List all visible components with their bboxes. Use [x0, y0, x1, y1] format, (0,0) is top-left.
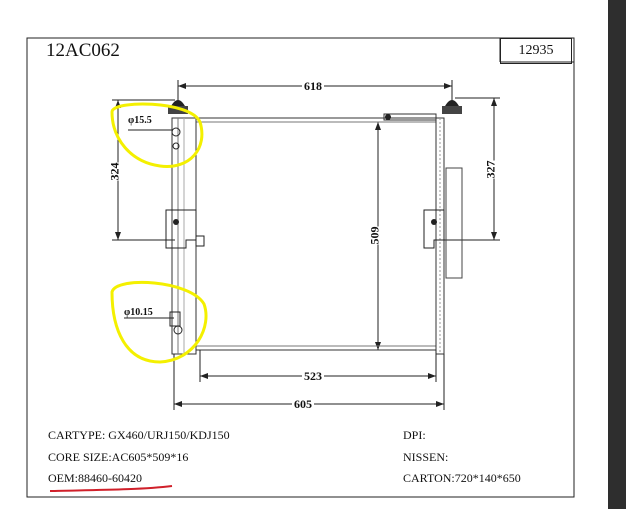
highlight-lower-fitting — [110, 280, 208, 364]
spec-carton: CARTON:720*140*650 — [403, 471, 521, 485]
spec-dpi: DPI: — [403, 428, 426, 442]
condenser-drawing: 12AC062 12935 618 324 327 509 523 605 φ1… — [26, 37, 575, 498]
dim-left-height: 324 — [107, 162, 123, 181]
dark-scroll-panel — [608, 0, 626, 509]
dim-core-width-inner: 523 — [302, 369, 324, 384]
dim-core-height: 509 — [367, 226, 383, 245]
oem-underline — [49, 485, 173, 492]
spec-oem: OEM:88460-60420 — [48, 471, 142, 485]
part-number-box: 12935 — [500, 38, 572, 64]
spec-cartype: CARTYPE: GX460/URJ150/KDJ150 — [48, 428, 230, 442]
diameter-lower: φ10.15 — [124, 307, 153, 318]
outer-frame — [26, 37, 575, 498]
highlight-upper-fitting — [110, 102, 204, 168]
spec-nissen: NISSEN: — [403, 450, 449, 464]
dim-core-width: 605 — [292, 397, 314, 412]
dim-right-height: 327 — [483, 160, 499, 179]
spec-core-size: CORE SIZE:AC605*509*16 — [48, 450, 189, 464]
model-code: 12AC062 — [46, 40, 120, 61]
dim-top-width: 618 — [302, 79, 324, 94]
diameter-upper: φ15.5 — [128, 115, 152, 126]
